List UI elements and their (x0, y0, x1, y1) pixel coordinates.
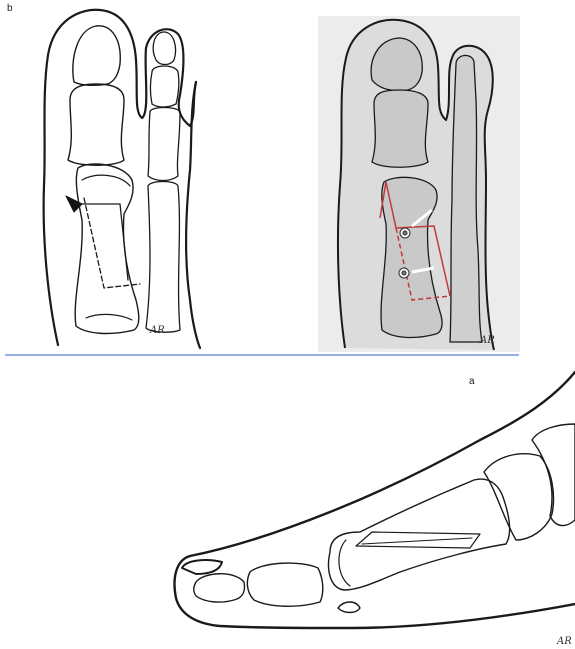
lateral-osteotomy-inner (362, 538, 472, 544)
toenail (182, 560, 222, 574)
osteotomy-cut-lines (84, 198, 140, 288)
panel-b-line-drawing (44, 10, 200, 348)
panel-b-signature: AR (149, 325, 165, 336)
proximal-phalanx (68, 84, 124, 165)
lateral-first-metatarsal (329, 479, 510, 590)
dorsal-skin-line (190, 372, 575, 556)
lateral-distal-phalanx (194, 574, 245, 602)
base-outline (86, 314, 132, 320)
second-toe-proximal (148, 108, 180, 181)
panel-b-xray-photo: AR (318, 16, 520, 352)
first-metatarsal (75, 164, 139, 333)
toe-outline-right (186, 82, 200, 348)
second-toe-distal (153, 32, 175, 65)
distal-phalanx (73, 26, 120, 85)
photo-signature: AR (479, 335, 495, 346)
head-outline (82, 175, 130, 186)
panel-a-signature: AR (556, 636, 572, 647)
second-metatarsal (146, 182, 180, 333)
photo-proximal-phalanx (372, 90, 428, 167)
second-toe-middle (151, 66, 179, 107)
plantar-skin-line (175, 556, 575, 628)
lateral-metatarsal-head (339, 540, 350, 586)
lateral-cuneiform (484, 454, 554, 540)
lateral-navicular (532, 424, 575, 526)
panel-a-lateral-drawing (175, 372, 575, 628)
lateral-osteotomy (356, 532, 480, 548)
sesamoid (338, 602, 360, 613)
lateral-proximal-phalanx (247, 563, 322, 606)
